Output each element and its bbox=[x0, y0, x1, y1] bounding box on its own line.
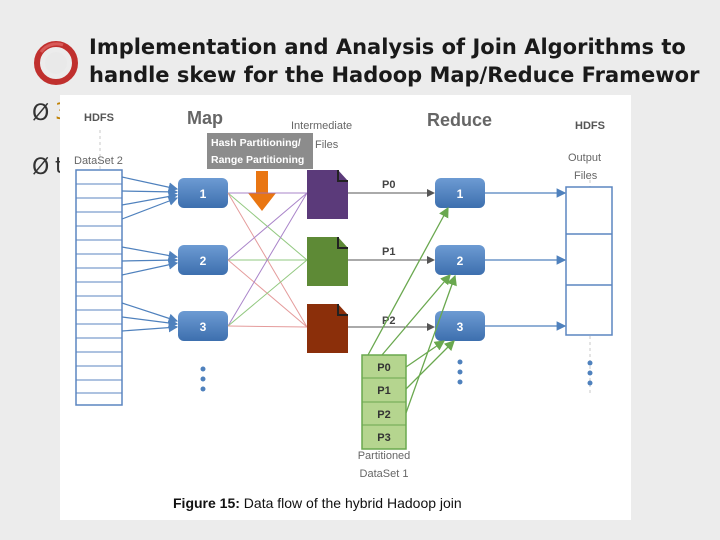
reduce-node bbox=[435, 178, 485, 208]
map-header: Map bbox=[187, 108, 223, 128]
dataset1-partition-label: P3 bbox=[377, 432, 390, 444]
output-label-line-1: Output bbox=[568, 152, 601, 164]
dataset1-partition-label: P1 bbox=[377, 385, 390, 397]
dataset2-label: DataSet 2 bbox=[74, 155, 123, 167]
partitioned-label-line-2: DataSet 1 bbox=[360, 468, 409, 480]
bullet-marker-1: Ø bbox=[32, 101, 50, 126]
map-node-label: 1 bbox=[200, 187, 207, 201]
hdfs-left-label: HDFS bbox=[84, 112, 114, 124]
intermediate-file-purple bbox=[307, 170, 348, 219]
slide-title: Implementation and Analysis of Join Algo… bbox=[89, 33, 720, 89]
reduce-node bbox=[435, 311, 485, 341]
figure-caption: Figure 15: Data flow of the hybrid Hadoo… bbox=[173, 495, 462, 511]
reduce-node-label: 2 bbox=[457, 254, 464, 268]
map-node bbox=[178, 311, 228, 341]
partition-label: P1 bbox=[382, 246, 395, 258]
bullet-marker-2: Ø bbox=[32, 155, 50, 180]
figure-caption-bold: Figure 15: bbox=[173, 495, 240, 511]
intermediate-label-line-1: Intermediate bbox=[291, 120, 352, 132]
partitioned-label-line-1: Partitioned bbox=[358, 450, 411, 462]
map-ellipsis bbox=[200, 366, 206, 392]
map-node-label: 2 bbox=[200, 254, 207, 268]
input-flow-arrows bbox=[121, 176, 179, 333]
intermediate-file-green bbox=[307, 237, 348, 286]
map-node bbox=[178, 245, 228, 275]
dataset2-table bbox=[75, 169, 123, 406]
reduce-header: Reduce bbox=[427, 110, 492, 130]
partitioning-box bbox=[207, 133, 313, 169]
output-ellipsis bbox=[587, 360, 593, 386]
dataset1-table bbox=[361, 354, 407, 450]
bullet-text-2: t bbox=[55, 154, 64, 179]
dataset1-partition-label: P0 bbox=[377, 362, 390, 374]
slide-title-line-1: Implementation and Analysis of Join Algo… bbox=[89, 35, 686, 59]
intermediate-file-red bbox=[307, 304, 348, 353]
partitioning-label-line-1: Hash Partitioning/ bbox=[211, 137, 301, 149]
reduce-node-label: 1 bbox=[457, 187, 464, 201]
map-node bbox=[178, 178, 228, 208]
map-node-label: 3 bbox=[200, 320, 207, 334]
logo-icon bbox=[34, 41, 78, 85]
slide-title-line-2: handle skew for the Hadoop Map/Reduce Fr… bbox=[89, 63, 700, 87]
reduce-node-label: 3 bbox=[457, 320, 464, 334]
reduce-input-arrows bbox=[348, 189, 435, 331]
partitioning-label-line-2: Range Partitioning bbox=[211, 154, 304, 166]
intermediate-label-line-2: Files bbox=[315, 139, 339, 151]
reduce-ellipsis bbox=[457, 359, 463, 385]
partition-flow-arrow bbox=[248, 171, 276, 211]
dataset1-partition-label: P2 bbox=[377, 409, 390, 421]
output-label-line-2: Files bbox=[574, 170, 598, 182]
partition-label: P0 bbox=[382, 179, 395, 191]
dataset1-flow-arrows bbox=[367, 206, 457, 414]
output-flow-arrows bbox=[485, 188, 567, 331]
output-files-table bbox=[565, 186, 613, 336]
hadoop-join-figure: HDFS DataSet 2 Map Intermediate Files Re… bbox=[60, 95, 631, 520]
figure-caption-text: Data flow of the hybrid Hadoop join bbox=[240, 495, 462, 511]
hdfs-right-label: HDFS bbox=[575, 120, 605, 132]
shuffle-lines bbox=[227, 192, 308, 328]
reduce-node bbox=[435, 245, 485, 275]
